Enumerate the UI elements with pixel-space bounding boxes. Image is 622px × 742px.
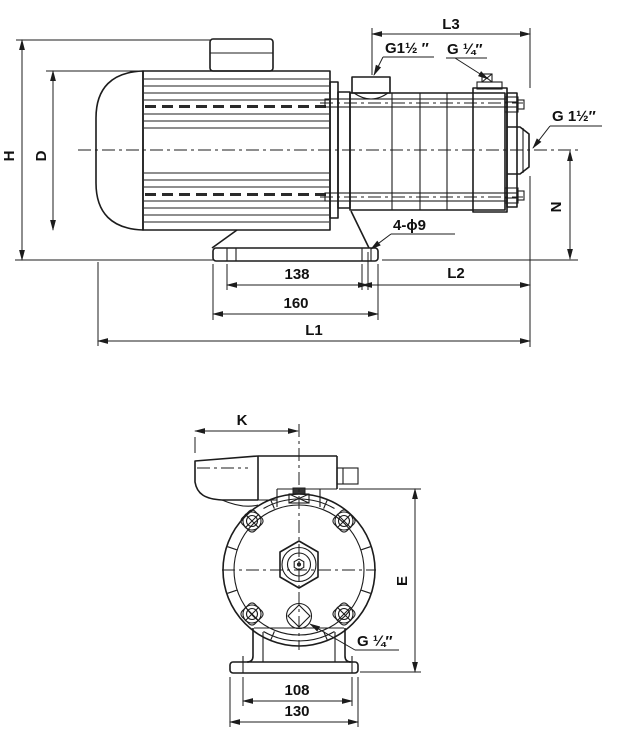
dim-160-label: 160	[283, 295, 308, 312]
dim-130: 130	[229, 677, 359, 727]
dim-160: 160	[212, 264, 379, 320]
dim-l1-label: L1	[305, 322, 323, 339]
callout-drain: G ¼″	[309, 623, 399, 651]
dim-138-label: 138	[284, 266, 309, 283]
terminal-box	[209, 38, 274, 72]
dim-138-L2: 138 L2	[226, 176, 531, 347]
vent-plug-label: G ¼″	[447, 41, 483, 58]
dim-h-label: H	[1, 151, 18, 162]
dim-E: E	[339, 488, 421, 673]
motor-fins	[144, 78, 329, 223]
dim-H: H	[1, 39, 210, 261]
front-suction-spout	[194, 455, 259, 507]
front-base	[229, 627, 359, 674]
discharge-port-label: G 1½″	[552, 108, 596, 125]
callout-holes: 4-ϕ9	[370, 217, 455, 250]
dim-d-label: D	[33, 150, 50, 161]
callout-vent: G ¼″	[446, 41, 489, 80]
dim-108-label: 108	[284, 682, 309, 699]
callout-suction: G1½ ″	[373, 40, 434, 76]
front-view: K E G ¼″ 108 130	[194, 412, 421, 727]
dim-k-label: K	[237, 412, 248, 429]
dim-N: N	[15, 150, 578, 261]
dim-l3-label: L3	[442, 16, 460, 33]
dim-L1: L1	[97, 262, 531, 346]
casing-bolts	[240, 509, 356, 626]
motor-end-bell	[95, 70, 144, 231]
tie-rod-nuts	[504, 96, 525, 204]
baseplate	[211, 210, 379, 262]
dim-n-label: N	[548, 202, 565, 213]
dim-L3: L3	[371, 16, 531, 88]
mounting-holes-label: 4-ϕ9	[393, 217, 426, 234]
dim-l2-label: L2	[447, 265, 465, 282]
gauge-stub	[336, 467, 359, 485]
pump-head	[472, 73, 530, 213]
motor	[95, 38, 331, 231]
suction-port	[351, 76, 391, 100]
suction-port-label: G1½ ″	[385, 40, 429, 57]
pump-casing	[320, 76, 523, 211]
side-view: H D L3 G1½ ″ G ¼″ G 1½″	[1, 16, 602, 347]
dim-D: D	[33, 70, 140, 231]
dim-e-label: E	[394, 576, 411, 586]
drain-plug-label: G ¼″	[357, 633, 393, 650]
front-casing	[222, 424, 376, 650]
dim-K: K	[194, 412, 299, 453]
flange-ticks	[227, 499, 371, 641]
dim-108: 108	[242, 677, 353, 706]
callout-discharge: G 1½″	[532, 108, 602, 149]
dim-130-label: 130	[284, 703, 309, 720]
